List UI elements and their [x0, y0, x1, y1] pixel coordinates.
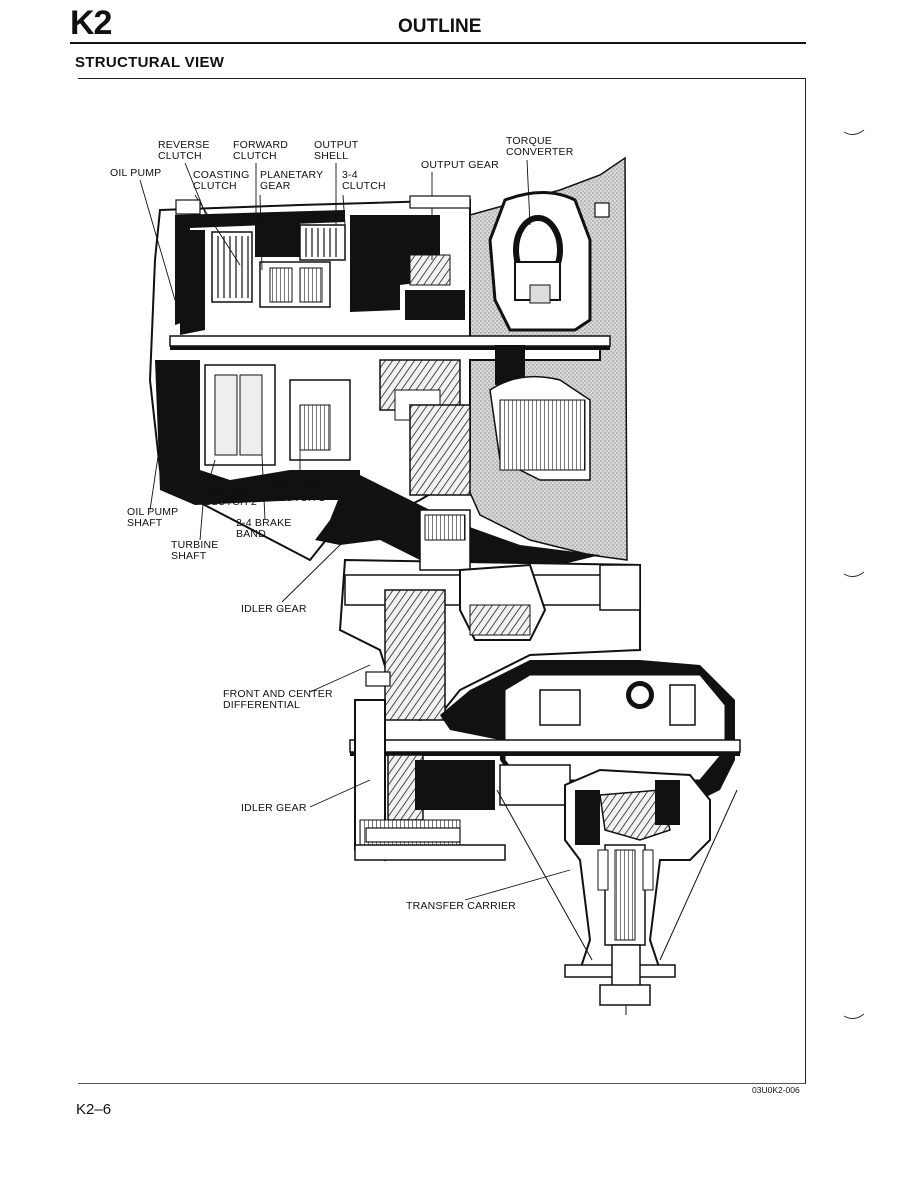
margin-mark-middle: [843, 571, 865, 578]
callout-coasting-clutch: COASTING CLUTCH: [193, 169, 250, 192]
callout-3-4-clutch: 3-4 CLUTCH: [342, 169, 386, 192]
output-gear-body: [350, 215, 440, 312]
callout-transfer-carrier: TRANSFER CARRIER: [406, 900, 516, 912]
callout-idler-gear-upper: IDLER GEAR: [241, 603, 307, 615]
callout-reverse-clutch: REVERSE CLUTCH: [158, 139, 210, 162]
callout-2-4-brake-band: 2-4 BRAKE BAND: [236, 517, 292, 540]
callout-turbine-shaft: TURBINE SHAFT: [171, 539, 219, 562]
section-code: K2: [70, 4, 112, 42]
header-rule: [70, 42, 806, 44]
oil-pump-body: [180, 230, 205, 335]
bevel-gear: [599, 789, 671, 841]
callout-torque-converter: TORQUE CONVERTER: [506, 135, 574, 158]
lower-shaft: [349, 739, 741, 753]
output-gear-teeth: [409, 254, 451, 286]
clutch-3-4-pack: [299, 224, 346, 261]
mid-casting: [315, 470, 600, 565]
margin-mark-top: [843, 129, 865, 136]
idler-gear-upper-body: [384, 589, 446, 721]
upper-case-wall: [175, 210, 345, 325]
callout-planetary-gear: PLANETARY GEAR: [260, 169, 324, 192]
callout-forward-clutch: FORWARD CLUTCH: [233, 139, 289, 162]
callout-idler-gear-lower: IDLER GEAR: [241, 802, 307, 814]
figure-frame: [78, 78, 806, 1084]
section-heading: STRUCTURAL VIEW: [75, 54, 225, 71]
main-shaft: [169, 335, 611, 347]
callout-oil-pump-shaft: OIL PUMP SHAFT: [127, 506, 179, 529]
callout-output-gear: OUTPUT GEAR: [421, 159, 499, 171]
lower-case-wall: [155, 360, 360, 505]
page-title: OUTLINE: [398, 16, 482, 37]
figure-id: 03U0K2-006: [752, 1085, 800, 1095]
callout-one-way-clutch-1: ONE-WAY CLUTCH 1: [272, 481, 325, 504]
page-number: K2–6: [76, 1101, 112, 1118]
callout-front-center-differential: FRONT AND CENTER DIFFERENTIAL: [223, 688, 333, 711]
reverse-clutch-pack: [211, 231, 253, 303]
margin-mark-bottom: [843, 1013, 865, 1020]
callout-oil-pump: OIL PUMP: [110, 167, 162, 179]
callout-one-way-clutch-2: ONE-WAY CLUTCH 2: [204, 485, 257, 508]
forward-clutch-drum: [255, 222, 300, 257]
callout-output-shell: OUTPUT SHELL: [314, 139, 359, 162]
